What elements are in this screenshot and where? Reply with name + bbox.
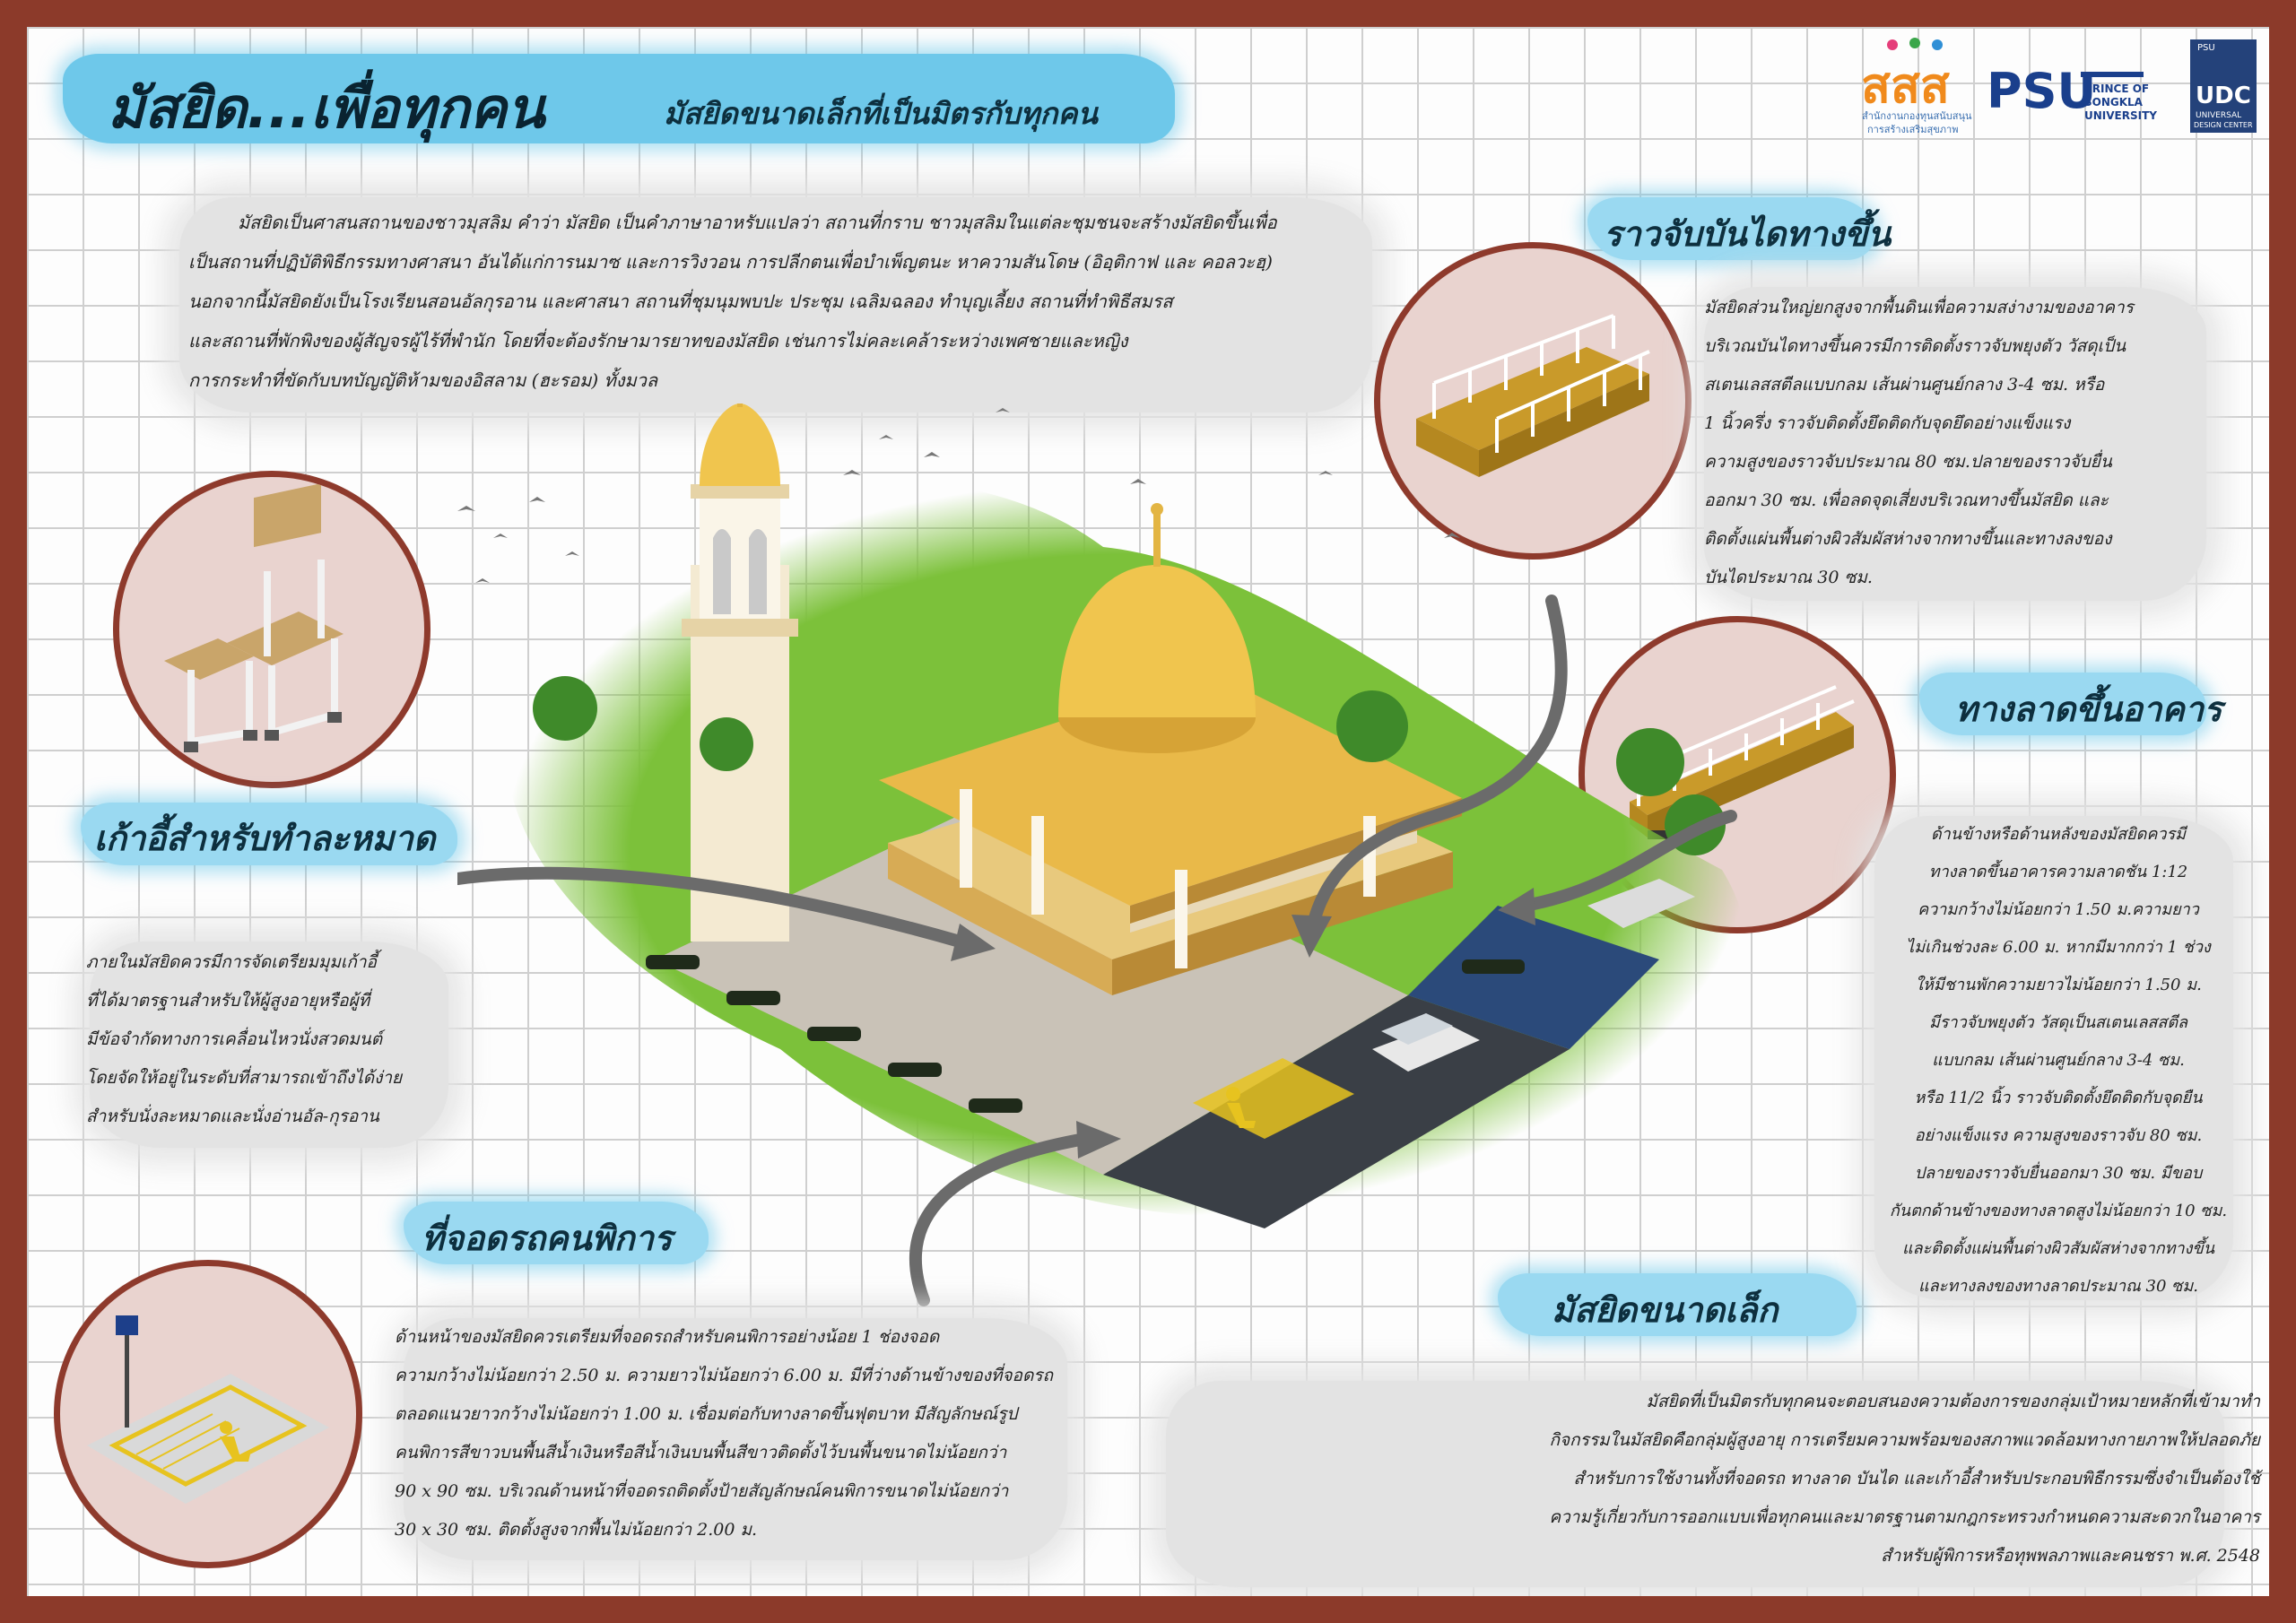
handrail-line: 1 นิ้วครึ่ง ราวจับติดตั้งยึดติดกับจุดยึด… <box>1704 413 2071 433</box>
small-mosque-line: กิจกรรมในมัสยิดคือกลุ่มผู้สูงอายุ การเตร… <box>1549 1430 2260 1450</box>
small-mosque-line: สำหรับผู้พิการหรือทุพพลภาพและคนชรา พ.ศ. … <box>1881 1546 2260 1566</box>
chair-heading-brush <box>81 803 457 865</box>
parking-line: ความกว้างไม่น้อยกว่า 2.50 ม. ความยาวไม่น… <box>395 1366 1054 1385</box>
chair-text-background <box>90 942 448 1148</box>
ramp-line: อย่างแข็งแรง ความสูงของราวจับ 80 ซม. <box>1914 1126 2203 1145</box>
udc-logo-name: UNIVERSAL <box>2196 111 2242 120</box>
handrail-line: สเตนเลสสตีลแบบกลม เส้นผ่านศูนย์กลาง 3-4 … <box>1704 375 2105 395</box>
ramp-line: หรือ 11/2 นิ้ว ราวจับติดตั้งยึดติดกับจุด… <box>1914 1089 2203 1107</box>
ramp-heading-brush <box>1919 673 2206 735</box>
handrail-image <box>1374 242 1692 560</box>
arrow-to-chair-icon <box>451 852 996 968</box>
chair-heading: เก้าอี้สำหรับทำละหมาด <box>94 819 436 858</box>
title-brush-stroke <box>63 54 1175 143</box>
arrow-to-ramp-icon <box>1489 798 1740 933</box>
ramp-heading: ทางลาดขึ้นอาคาร <box>1955 690 2222 729</box>
ramp-line: ด้านข้างหรือด้านหลังของมัสยิดควรมี <box>1930 825 2187 844</box>
parking-line: ตลอดแนวยาวกว้างไม่น้อยกว่า 1.00 ม. เชื่อ… <box>395 1404 1018 1424</box>
sss-logo-mark: สสส <box>1861 57 1950 114</box>
intro-line: มัสยิดเป็นศาสนสถานของชาวมุสลิม คำว่า มัส… <box>238 212 1277 233</box>
small-mosque-line: สำหรับการใช้งานทั้งที่จอดรถ ทางลาด บันได… <box>1573 1469 2260 1488</box>
ramp-line: กันตกด้านข้างของทางลาดสูงไม่น้อยกว่า 10 … <box>1889 1202 2228 1220</box>
mosque-illustration <box>422 395 1892 1282</box>
intro-paragraph: มัสยิดเป็นศาสนสถานของชาวมุสลิม คำว่า มัส… <box>188 203 1390 400</box>
intro-background <box>179 197 1372 412</box>
parking-text: ด้านหน้าของมัสยิดควรเตรียมที่จอดรถสำหรับ… <box>395 1318 1094 1549</box>
chair-line: โดยจัดให้อยู่ในระดับที่สามารถเข้าถึงได้ง… <box>86 1068 403 1088</box>
handrail-line: ออกมา 30 ซม. เพื่อลดจุดเสี่ยงบริเวณทางขึ… <box>1704 490 2109 510</box>
ramp-line: และติดตั้งแผ่นพื้นต่างผิวสัมผัสห่างจากทา… <box>1901 1239 2215 1258</box>
small-mosque-text-background <box>1166 1381 2224 1587</box>
psu-logo-name-2: SONGKLA <box>2084 96 2143 108</box>
chair-line: มีข้อจำกัดทางการเคลื่อนไหวนั่งสวดมนต์ <box>86 1029 383 1049</box>
udc-logo-box <box>2190 39 2257 133</box>
small-mosque-text: มัสยิดที่เป็นมิตรกับทุกคนจะตอบสนองความต้… <box>1157 1383 2260 1575</box>
parking-line: ด้านหน้าของมัสยิดควรเตรียมที่จอดรถสำหรับ… <box>395 1327 940 1347</box>
parking-line: 30 x 30 ซม. ติดตั้งสูงจากพื้นไม่น้อยกว่า… <box>395 1520 758 1540</box>
ramp-line: และทางลงของทางลาดประมาณ 30 ซม. <box>1918 1277 2198 1296</box>
parking-image <box>54 1260 362 1568</box>
arrow-to-handrail-icon <box>1256 583 1587 959</box>
ramp-line: ทางลาดขึ้นอาคารความลาดชัน 1:12 <box>1928 863 2188 881</box>
handrail-line: ติดตั้งแผ่นพื้นต่างผิวสัมผัสห่างจากทางขึ… <box>1704 529 2112 549</box>
ramp-line: ให้มีชานพักความยาวไม่น้อยกว่า 1.50 ม. <box>1915 976 2202 994</box>
handrail-text-background <box>1704 287 2206 601</box>
small-mosque-line: มัสยิดที่เป็นมิตรกับทุกคนจะตอบสนองความต้… <box>1646 1392 2260 1411</box>
sss-logo-caption-2: การสร้างเสริมสุขภาพ <box>1867 124 1959 135</box>
handrail-line: บันไดประมาณ 30 ซม. <box>1704 568 1873 587</box>
poster: มัสยิด...เพื่อทุกคน มัสยิดขนาดเล็กที่เป็… <box>27 27 2269 1596</box>
arrow-to-parking-icon <box>879 1112 1130 1309</box>
handrail-line: มัสยิดส่วนใหญ่ยกสูงจากพื้นดินเพื่อความสง… <box>1704 298 2134 317</box>
page-subtitle: มัสยิดขนาดเล็กที่เป็นมิตรกับทุกคน <box>664 96 1098 131</box>
udc-logo-mark: UDC <box>2196 82 2251 109</box>
handrail-text: มัสยิดส่วนใหญ่ยกสูงจากพื้นดินเพื่อความสง… <box>1704 289 2215 597</box>
handrail-line: บริเวณบันไดทางขึ้นควรมีการติดตั้งราวจับพ… <box>1704 336 2126 356</box>
sss-logo-stars-icon <box>1883 36 1946 54</box>
chair-text: ภายในมัสยิดควรมีการจัดเตรียมมุมเก้าอี้ ท… <box>86 943 463 1136</box>
psu-logo-line-icon <box>2081 72 2144 77</box>
udc-logo-top: PSU <box>2197 43 2215 53</box>
udc-logo-name-2: DESIGN CENTER <box>2194 121 2253 129</box>
intro-line: และสถานที่พักพิงของผู้สัญจรผู้ไร้ที่พำนั… <box>188 330 1128 352</box>
ramp-line: ไม่เกินช่วงละ 6.00 ม. หากมีมากกว่า 1 ช่ว… <box>1906 938 2211 957</box>
ramp-line: ความกว้างไม่น้อยกว่า 1.50 ม.ความยาว <box>1918 900 2199 919</box>
small-mosque-heading-brush <box>1498 1273 1857 1336</box>
small-mosque-heading: มัสยิดขนาดเล็ก <box>1552 1290 1779 1330</box>
ramp-text: ด้านข้างหรือด้านหลังของมัสยิดควรมี ทางลา… <box>1848 816 2269 1306</box>
parking-heading-brush <box>404 1202 709 1264</box>
handrail-line: ความสูงของราวจับประมาณ 80 ซม.ปลายของราวจ… <box>1704 452 2112 472</box>
chair-line: ที่ได้มาตรฐานสำหรับให้ผู้สูงอายุหรือผู้ท… <box>86 991 370 1011</box>
intro-line: นอกจากนี้มัสยิดยังเป็นโรงเรียนสอนอัลกุรอ… <box>188 291 1173 312</box>
chair-line: ภายในมัสยิดควรมีการจัดเตรียมมุมเก้าอี้ <box>86 952 377 972</box>
handrail-heading: ราวจับบันไดทางขึ้น <box>1604 214 1892 254</box>
parking-heading: ที่จอดรถคนพิการ <box>422 1219 673 1258</box>
sss-logo-caption: สำนักงานกองทุนสนับสนุน <box>1862 110 1972 122</box>
parking-line: 90 x 90 ซม. บริเวณด้านหน้าที่จอดรถติดตั้… <box>395 1481 1009 1501</box>
psu-logo-mark: PSU <box>1987 63 2097 119</box>
ramp-text-background <box>1874 816 2233 1300</box>
page-title: มัสยิด...เพื่อทุกคน <box>108 75 545 141</box>
chair-line: สำหรับนั่งละหมาดและนั่งอ่านอัล-กุรอาน <box>86 1107 379 1126</box>
chair-image <box>113 471 430 788</box>
parking-text-background <box>404 1318 1067 1560</box>
intro-line: การกระทำที่ขัดกับบทบัญญัติห้ามของอิสลาม … <box>188 369 658 391</box>
handrail-heading-brush <box>1587 197 1874 260</box>
small-mosque-line: ความรู้เกี่ยวกับการออกแบบเพื่อทุกคนและมา… <box>1549 1507 2260 1527</box>
intro-line: เป็นสถานที่ปฏิบัติพิธีกรรมทางศาสนา อันได… <box>188 251 1273 273</box>
psu-logo-name-3: UNIVERSITY <box>2084 109 2157 122</box>
ramp-line: ปลายของราวจับยื่นออกมา 30 ซม. มีขอบ <box>1914 1164 2203 1183</box>
psu-logo-name: PRINCE OF <box>2084 82 2150 95</box>
ramp-line: มีราวจับพยุงตัว วัสดุเป็นสเตนเลสสตีล <box>1928 1013 2188 1032</box>
ramp-line: แบบกลม เส้นผ่านศูนย์กลาง 3-4 ซม. <box>1932 1051 2185 1070</box>
parking-line: คนพิการสีขาวบนพื้นสีน้ำเงินหรือสีน้ำเงิน… <box>395 1443 1007 1462</box>
